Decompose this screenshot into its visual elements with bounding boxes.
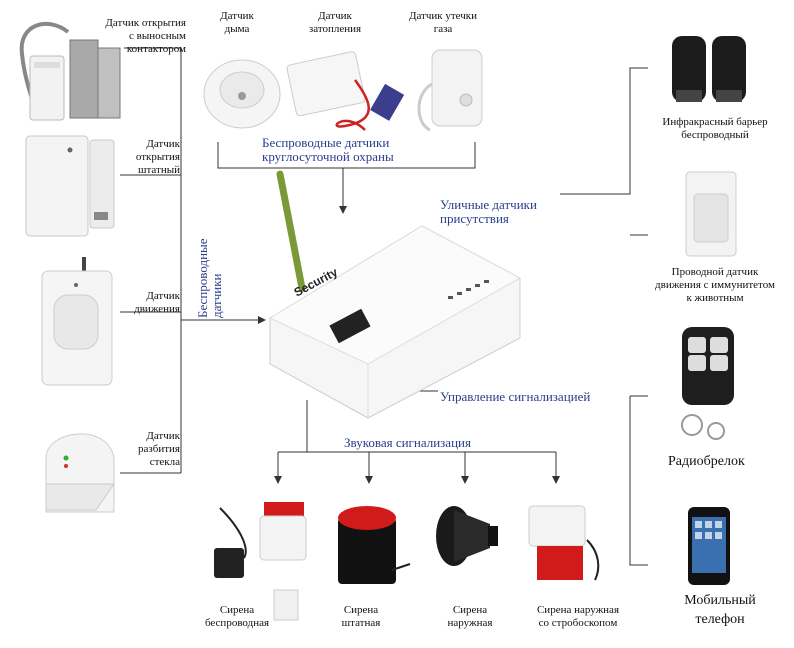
label-mobile-phone: Мобильный телефон <box>684 593 756 627</box>
flood-sensor-image <box>286 51 405 131</box>
contact-sensor-image <box>25 135 115 237</box>
group-wireless-sensors: Беспроводные датчики <box>195 238 224 318</box>
label-standard-siren: Сирена штатная <box>341 604 381 629</box>
label-strobe-siren: Сирена наружная со стробоскопом <box>536 604 620 629</box>
key-fob-image <box>681 327 734 440</box>
label-flood-sensor: Датчик затопления <box>308 10 362 35</box>
standard-siren-image <box>338 506 411 584</box>
smoke-detector-image <box>203 59 281 129</box>
label-ir-barrier: Инфракрасный барьер беспроводный <box>662 116 768 141</box>
label-remote-contact-sensor: Датчик открытия с выносным контактором <box>105 17 186 55</box>
label-contact-sensor: Датчик открытия штатный <box>135 138 180 176</box>
mobile-phone-image <box>688 507 730 585</box>
alarm-panel-image <box>268 170 522 419</box>
horn-siren-image <box>436 506 498 566</box>
strobe-siren-image <box>528 505 600 581</box>
gas-sensor-image <box>417 49 483 132</box>
group-outdoor-sensors: Уличные датчики присутствия <box>440 197 537 226</box>
wired-motion-sensor-image <box>685 171 737 257</box>
label-motion-sensor: Датчик движения <box>134 290 180 315</box>
group-wireless-24h: Беспроводные датчики круглосуточной охра… <box>262 135 394 164</box>
label-smoke-sensor: Датчик дыма <box>220 10 254 35</box>
glass-break-sensor-image <box>45 433 115 513</box>
wireless-siren-image <box>214 502 307 621</box>
label-glass-break-sensor: Датчик разбития стекла <box>138 430 180 468</box>
ir-barrier-image <box>672 36 746 102</box>
label-wireless-siren: Сирена беспроводная <box>204 604 270 629</box>
group-sound-alarm: Звуковая сигнализация <box>344 435 471 450</box>
group-alarm-control: Управление сигнализацией <box>440 389 591 404</box>
label-outdoor-siren: Сирена наружная <box>447 604 493 629</box>
motion-sensor-image <box>41 257 113 386</box>
remote-contact-sensor-image <box>19 22 121 121</box>
label-wired-motion-sensor: Проводной датчик движения с иммунитетом … <box>655 266 775 304</box>
label-gas-sensor: Датчик утечки газа <box>408 10 478 35</box>
label-key-fob: Радиобрелок <box>668 454 745 469</box>
